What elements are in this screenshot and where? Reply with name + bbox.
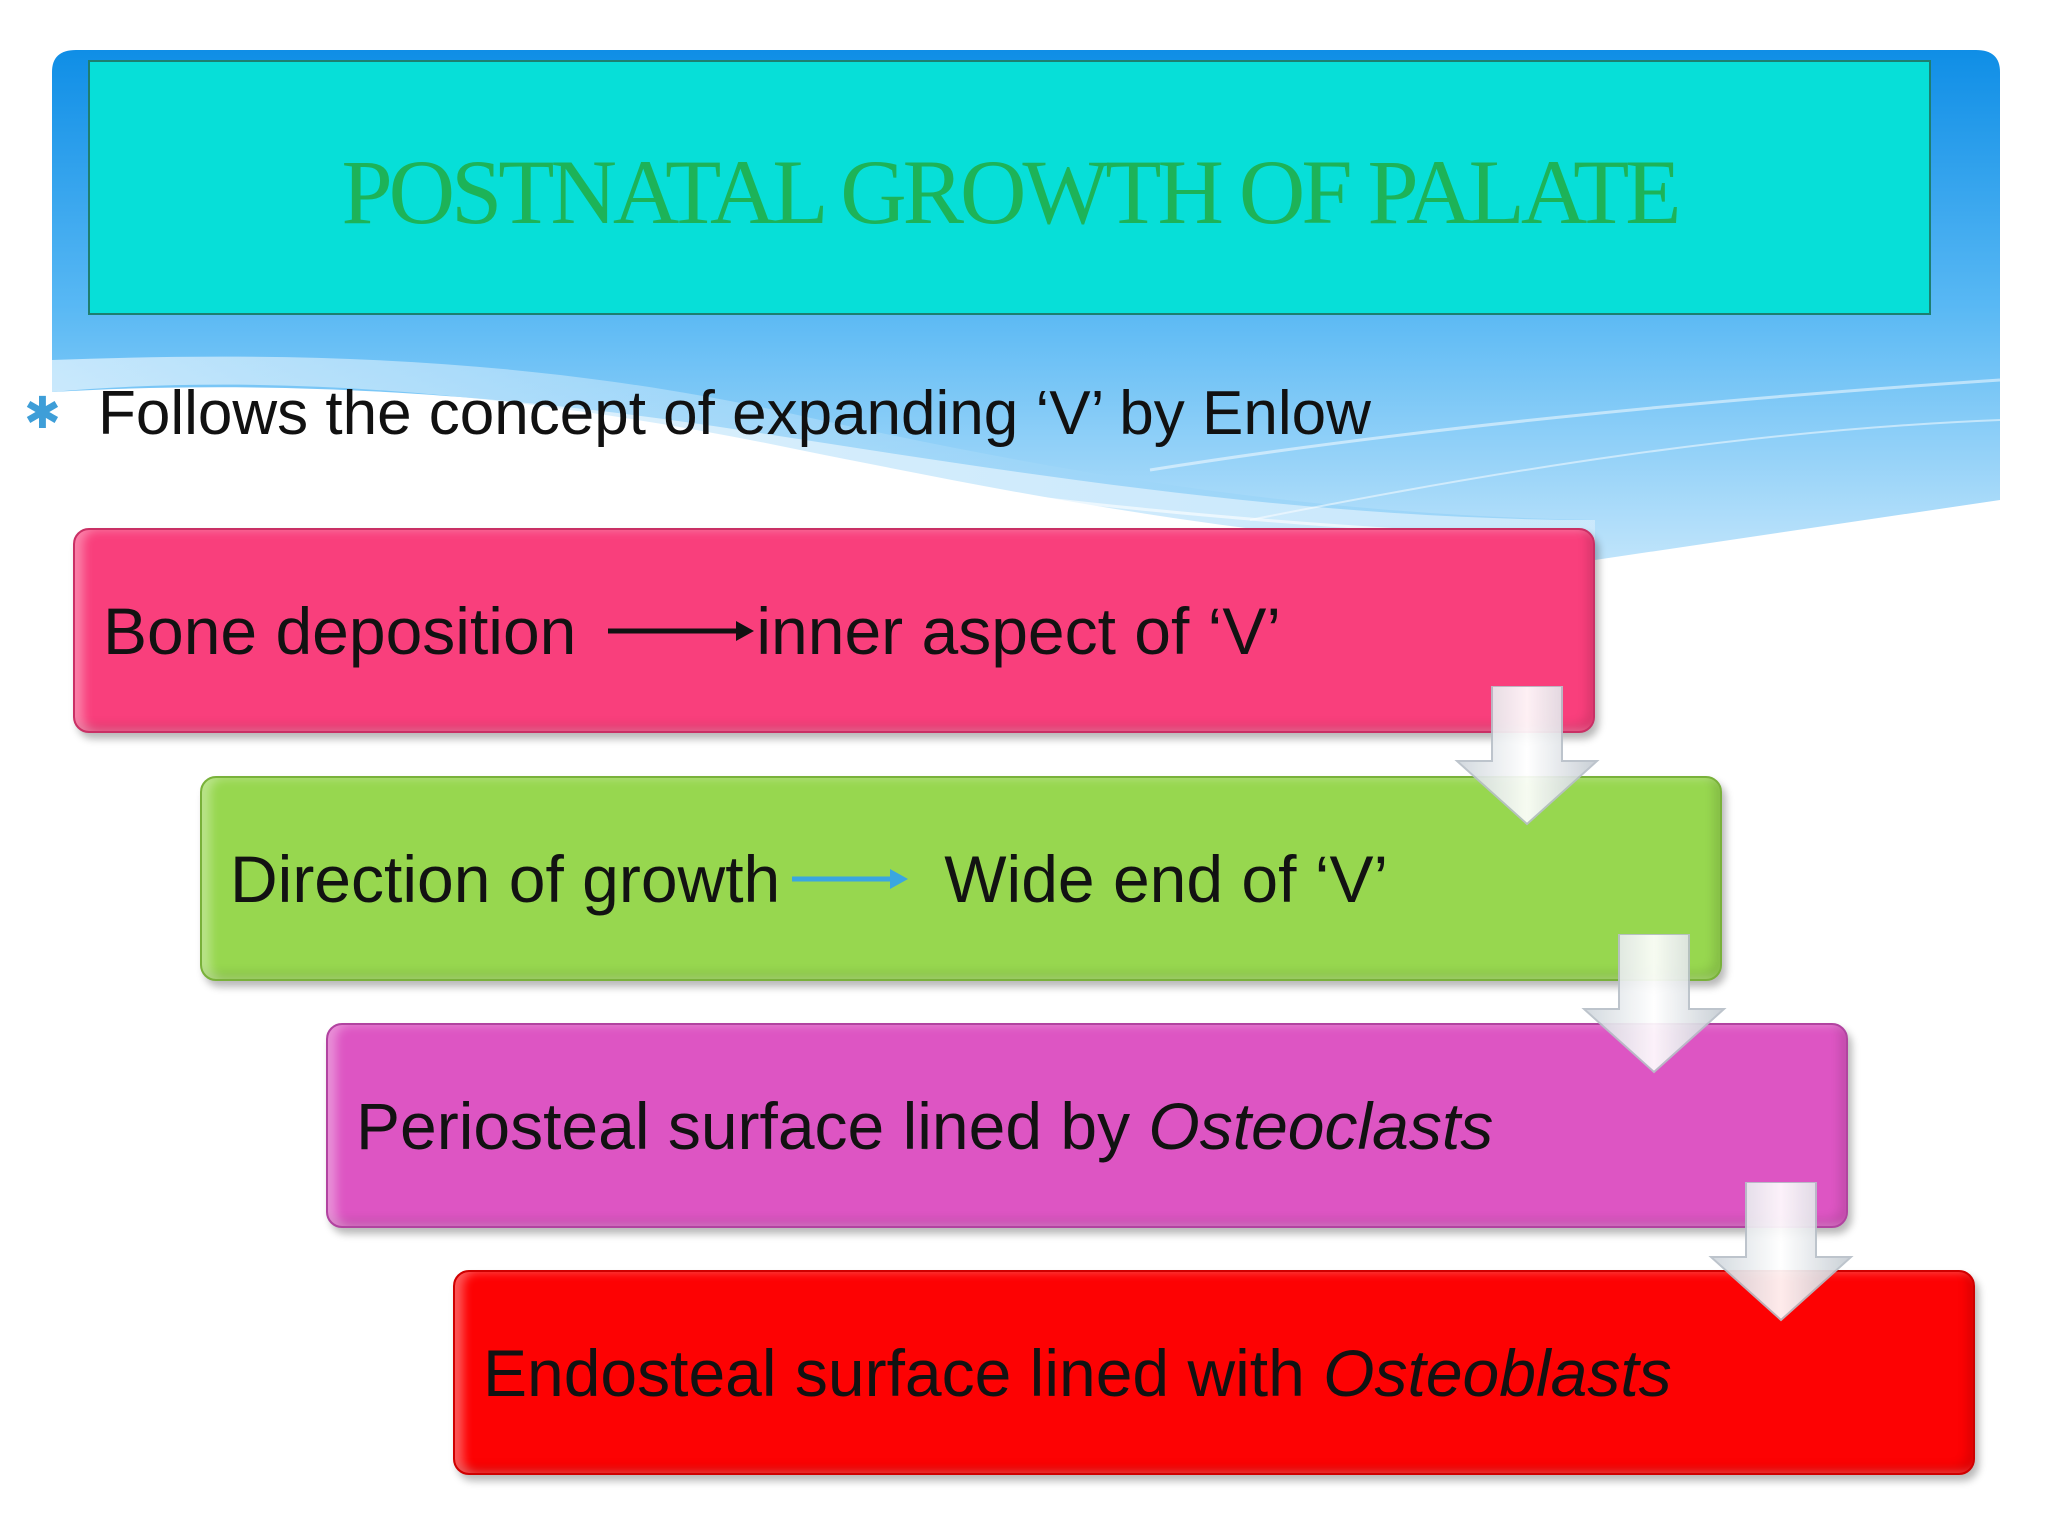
- down-arrow-icon: [1708, 1182, 1854, 1322]
- flow-step-3: Periosteal surface lined by Osteoclasts: [326, 1023, 1848, 1228]
- step2-left-text: Direction of growth: [230, 841, 781, 916]
- step4-italic-text: Osteoblasts: [1323, 1335, 1672, 1410]
- flow-step-2: Direction of growth Wide end of ‘V’: [200, 776, 1722, 981]
- title-band: POSTNATAL GROWTH OF PALATE: [88, 60, 1931, 315]
- step3-text: Periosteal surface lined by: [356, 1088, 1149, 1163]
- step4-text: Endosteal surface lined with: [483, 1335, 1324, 1410]
- bullet-row: ✱ Follows the concept of expanding ‘V’ b…: [24, 368, 1371, 458]
- step1-right-text: inner aspect of ‘V’: [756, 593, 1282, 668]
- asterisk-icon: ✱: [24, 388, 61, 438]
- step1-left-text: Bone deposition: [103, 593, 577, 668]
- bullet-text: Follows the concept of expanding ‘V’ by …: [98, 378, 1371, 448]
- flow-step-4: Endosteal surface lined with Osteoblasts: [453, 1270, 1975, 1475]
- step3-italic-text: Osteoclasts: [1148, 1088, 1494, 1163]
- down-arrow-icon: [1454, 686, 1600, 826]
- slide-title: POSTNATAL GROWTH OF PALATE: [341, 140, 1681, 243]
- flow-step-1: Bone deposition inner aspect of ‘V’: [73, 528, 1595, 733]
- down-arrow-icon: [1581, 934, 1727, 1074]
- right-arrow-icon: [792, 868, 909, 889]
- right-arrow-icon: [608, 620, 755, 641]
- step2-right-text: Wide end of ‘V’: [944, 841, 1389, 916]
